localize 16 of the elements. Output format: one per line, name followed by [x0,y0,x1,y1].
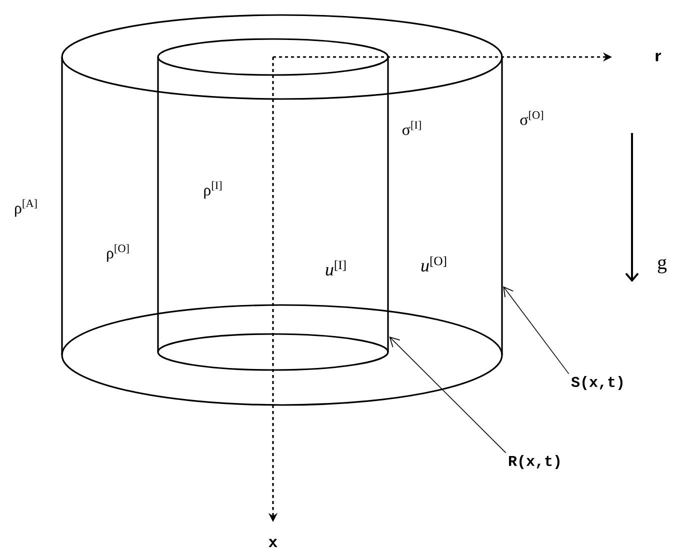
cylinder-drawing [61,14,503,406]
cylinder-drawing [157,38,389,371]
axis-label: x [268,538,278,548]
symbol-label: ρ$^{[O]}$ [107,244,129,262]
symbol-label: g [658,258,667,274]
symbol-label: σ$^{[I]}$ [402,120,421,136]
leader-line [503,286,570,374]
symbol-label: σ$^{[O]}$ [520,110,544,126]
axis-label: r [656,52,662,62]
curve-label: R(x,t) [509,455,560,469]
symbol-label: ρ$^{[A]}$ [15,199,37,217]
leader-line [389,336,506,454]
symbol-label: ρ$^{[I]}$ [204,181,222,199]
symbol-label: u$^{[I]}$ [326,260,346,276]
symbol-label: u$^{[O]}$ [421,256,446,272]
curve-label: S(x,t) [571,376,622,390]
